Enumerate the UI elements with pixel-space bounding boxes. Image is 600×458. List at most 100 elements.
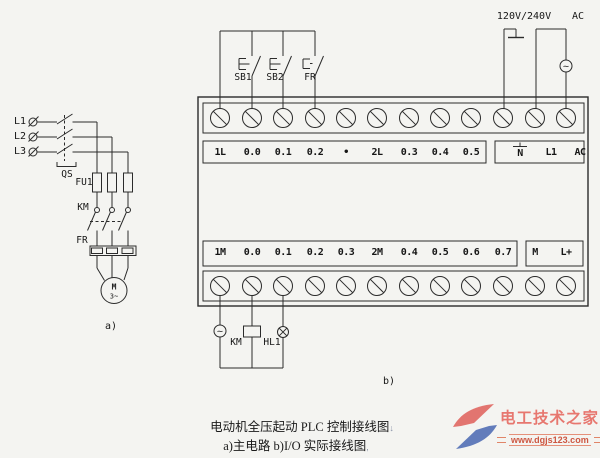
site-logo-icon [453, 404, 497, 449]
terminal-label: 0.5 [431, 247, 449, 258]
terminal-label: 0.5 [462, 147, 480, 158]
terminal-label: 0.2 [306, 247, 324, 258]
terminal-label: 0.1 [274, 147, 292, 158]
caption-mark-1: ↓ [389, 423, 394, 433]
terminal-label: L+ [560, 247, 572, 258]
km-coil-icon [243, 325, 261, 338]
voltage-label: 120V/240V [496, 11, 552, 22]
main-circuit: M 3~ [28, 113, 137, 304]
watermark-site-name: 电工技术之家 [500, 410, 600, 427]
terminal-screw [273, 108, 293, 128]
terminal-label: 0.2 [306, 147, 324, 158]
svg-text:~: ~ [217, 327, 223, 338]
terminal-screw [399, 108, 419, 128]
hl1-lamp-icon [277, 326, 289, 338]
terminal-label: 0.1 [274, 247, 292, 258]
terminal-label: 2L [371, 147, 383, 158]
ac-supply-label: AC [571, 11, 585, 22]
terminal-screw [367, 276, 387, 296]
terminal-screw [336, 108, 356, 128]
terminal-screw [242, 276, 262, 296]
terminal-screw [461, 276, 481, 296]
terminal-screw [273, 276, 293, 296]
km-output-label: KM [230, 337, 242, 348]
terminal-label: 0.0 [243, 147, 261, 158]
terminal-screw [305, 108, 325, 128]
terminal-screw [336, 276, 356, 296]
output-ac-source-icon: ~ [213, 324, 227, 338]
caption-text-2: a)主电路 b)I/O 实际接线图 [223, 439, 367, 453]
phase-label-l1: L1 [13, 116, 27, 127]
km-label: KM [77, 202, 89, 213]
terminal-label: 0.0 [243, 247, 261, 258]
terminal-screw [493, 276, 513, 296]
fr-contact-label: FR [304, 72, 316, 83]
fr-overload-element [89, 245, 137, 268]
n-terminal-earth-mark [513, 142, 527, 147]
svg-text:~: ~ [563, 62, 569, 73]
top-terminal-screws [210, 108, 576, 128]
terminal-screw [525, 108, 545, 128]
svg-text:3~: 3~ [110, 293, 118, 301]
terminal-label: • [343, 147, 349, 158]
terminal-screw [210, 276, 230, 296]
sub-caption-a: a) [104, 321, 118, 332]
qs-knife-switch [37, 113, 129, 173]
terminal-screw [556, 276, 576, 296]
terminal-label: AC [574, 147, 586, 158]
terminal-label: 0.6 [462, 247, 480, 258]
figure-caption-line2: a)主电路 b)I/O 实际接线图, [223, 435, 369, 454]
terminal-screw [430, 108, 450, 128]
figure-caption-line1: 电动机全压起动 PLC 控制接线图↓ [210, 416, 394, 435]
terminal-label: 1L [214, 147, 226, 158]
motor-symbol: M 3~ [96, 267, 129, 304]
terminal-label: 0.7 [494, 247, 512, 258]
terminal-label: 0.4 [400, 247, 418, 258]
fu1-label: FU1 [75, 177, 93, 188]
hl1-output-label: HL1 [263, 337, 281, 348]
fu1-fuses [92, 172, 133, 208]
sb1-label: SB1 [234, 72, 252, 83]
terminal-label: 2M [371, 247, 383, 258]
qs-label: QS [61, 169, 73, 180]
terminal-screw [242, 108, 262, 128]
terminal-screw [305, 276, 325, 296]
plc-module-outline [197, 96, 589, 307]
sb2-pushbutton-contact [269, 31, 292, 109]
terminal-label: 1M [214, 247, 226, 258]
terminal-screw [210, 108, 230, 128]
km-main-contacts [87, 207, 131, 246]
terminal-label: M [532, 247, 538, 258]
bottom-terminal-screws [210, 276, 576, 296]
ac-source-icon: ~ [559, 59, 573, 73]
caption-text-1: 电动机全压起动 PLC 控制接线图 [210, 420, 390, 434]
sub-caption-b: b) [382, 376, 396, 387]
ribbon-line-right [593, 437, 600, 443]
ribbon-line-left [497, 437, 506, 443]
terminal-screw [367, 108, 387, 128]
caption-mark-2: , [366, 442, 369, 452]
sb1-pushbutton-contact [238, 31, 261, 109]
watermark-url-ribbon: www.dgjs123.com [497, 434, 600, 446]
terminal-screw [399, 276, 419, 296]
fr-overload-contact [302, 31, 324, 109]
terminal-screw [493, 108, 513, 128]
terminal-screw [525, 276, 545, 296]
terminal-screw [461, 108, 481, 128]
terminal-label: 0.3 [400, 147, 418, 158]
svg-text:M: M [112, 283, 117, 292]
terminal-label: L1 [545, 147, 557, 158]
phase-label-l3: L3 [13, 146, 27, 157]
phase-label-l2: L2 [13, 131, 27, 142]
terminal-label: 0.4 [431, 147, 449, 158]
output-wiring: ~ [213, 296, 289, 369]
input-wiring [219, 30, 324, 109]
sb2-label: SB2 [266, 72, 284, 83]
supply-wiring: ~ [503, 28, 573, 147]
terminal-screw [556, 108, 576, 128]
terminal-screw [430, 276, 450, 296]
watermark-site-url: www.dgjs123.com [509, 434, 591, 446]
terminal-label: 0.3 [337, 247, 355, 258]
